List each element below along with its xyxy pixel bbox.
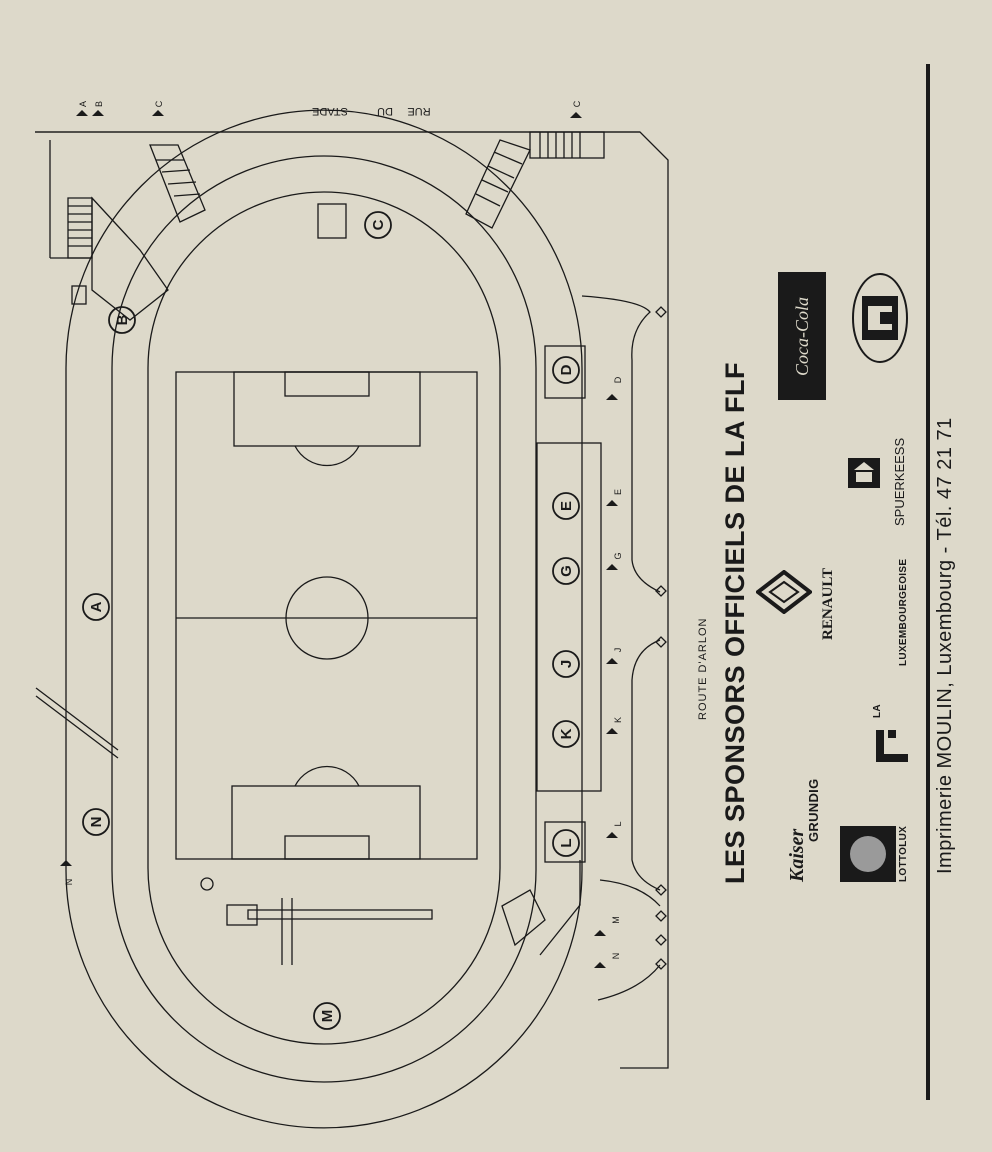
sponsors-heading: LES SPONSORS OFFICIELS DE LA FLF [720, 361, 750, 884]
penalty-arc-bottom [294, 765, 360, 787]
gate-n-label: N [88, 817, 105, 828]
renault-name: RENAULT [820, 568, 836, 640]
track-outer [147, 191, 501, 1045]
middle-ring [111, 155, 537, 1083]
gate-d-circle [552, 356, 580, 384]
stand-block-l [544, 821, 586, 863]
stairs-north-west [67, 197, 93, 259]
path-right-2 [631, 639, 661, 891]
gate-m-label: M [319, 1010, 336, 1023]
outer-stand [65, 109, 583, 1129]
marker-d: D [613, 376, 623, 383]
gate-l-circle [552, 829, 580, 857]
arrow-top-c-left [152, 110, 164, 116]
gate-j-circle [552, 650, 580, 678]
stairs-c-right [465, 139, 531, 229]
lottolux-logo [840, 826, 896, 882]
marker-l: L [613, 821, 623, 826]
gate-e-circle [552, 492, 580, 520]
jump-pit [226, 904, 258, 926]
small-hut [71, 285, 87, 305]
south-east-stand [501, 889, 546, 947]
marker-top-b: B [94, 101, 104, 107]
gate-g-label: G [558, 565, 575, 577]
jump-runway [247, 909, 433, 920]
c-logo [852, 273, 908, 363]
gate-g-circle [552, 557, 580, 585]
marker-top-c-left: C [154, 100, 164, 107]
penalty-area-bottom [231, 785, 421, 860]
coca-cola-logo: Coca-Cola [778, 272, 826, 400]
arrow-n-left [60, 860, 72, 866]
lottolux-name: LOTTOLUX [898, 825, 909, 882]
luxembourgeoise-name: LUXEMBOURGEOISE [898, 558, 909, 666]
path-right-3 [599, 879, 661, 907]
arrow-top-c-right [570, 112, 582, 118]
printer-line: Imprimerie MOULIN, Luxembourg - Tél. 47 … [934, 417, 956, 874]
grundig-name: GRUNDIG [806, 778, 821, 843]
arrow-e [606, 500, 618, 506]
goal-area-top [284, 371, 370, 397]
street-stade: STADE [312, 105, 348, 117]
arrow-top-b [92, 110, 104, 116]
gate-a-circle [82, 593, 110, 621]
main-stand [536, 442, 602, 792]
goal-area-bottom [284, 835, 370, 860]
la-label: LA [872, 704, 883, 718]
arrow-l [606, 832, 618, 838]
gate-n-circle [82, 808, 110, 836]
gate-k-circle [552, 720, 580, 748]
marker-n-left: N [64, 879, 74, 886]
gate-m-circle [313, 1002, 341, 1030]
spuerkeess-icon [848, 458, 880, 488]
marker-top-c-right: C [572, 100, 582, 107]
stand-block-d [544, 345, 586, 399]
gate-k-label: K [558, 728, 575, 739]
marker-n-bottom: N [611, 953, 621, 960]
marker-g: G [613, 552, 623, 559]
marker-top-a: A [78, 101, 88, 107]
penalty-area-top [233, 371, 421, 447]
centre-circle [285, 576, 369, 660]
arrow-m [594, 930, 606, 936]
marker-k: K [613, 717, 623, 723]
marker-m: M [611, 916, 621, 924]
arrow-k [606, 728, 618, 734]
marker-e: E [613, 489, 623, 495]
path-right-1 [581, 295, 661, 593]
gate-b-building [91, 196, 169, 321]
arrow-g [606, 564, 618, 570]
gate-l-label: L [558, 838, 575, 847]
west-boundary [49, 140, 90, 259]
gate-c-label: C [370, 219, 387, 230]
gate-b-circle [108, 306, 136, 334]
shot-put-circle [200, 877, 214, 891]
la-luxembourgeoise-icon [876, 730, 908, 762]
gate-a-label: A [88, 601, 105, 612]
gate-b-label: B [114, 314, 131, 325]
arrow-top-a [76, 110, 88, 116]
gate-d-label: D [558, 364, 575, 375]
arrow-d [606, 394, 618, 400]
gate-c-passage [317, 203, 347, 239]
street-rue: RUE [407, 105, 430, 117]
arrow-n-bottom [594, 962, 606, 968]
arrow-j [606, 658, 618, 664]
penalty-arc-top [294, 445, 360, 467]
gate-j-label: J [558, 660, 575, 668]
stairs-top-right [529, 131, 605, 159]
route-label: ROUTE D'ARLON [697, 617, 709, 721]
stairs-c-left [149, 144, 206, 223]
gate-c-circle [364, 211, 392, 239]
street-du: DU [377, 105, 393, 117]
renault-icon [756, 570, 812, 614]
spuerkeess-name: SPUERKEESS [892, 437, 907, 526]
site-boundary [35, 131, 669, 1069]
marker-j: J [613, 648, 623, 653]
gate-e-label: E [558, 501, 575, 511]
